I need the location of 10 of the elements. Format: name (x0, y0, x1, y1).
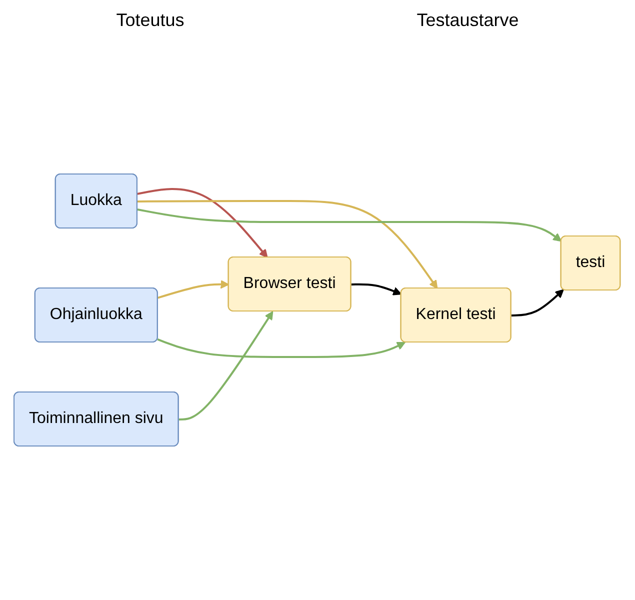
arrow (158, 338, 406, 358)
arrow (138, 208, 562, 242)
arrow (158, 280, 230, 299)
arrow (138, 188, 268, 258)
arrow (179, 311, 274, 420)
arrow (352, 283, 402, 296)
arrow (512, 289, 564, 316)
column-heading: Toteutus (116, 10, 184, 31)
column-heading: Testaustarve (416, 10, 519, 31)
arrow (138, 200, 438, 289)
